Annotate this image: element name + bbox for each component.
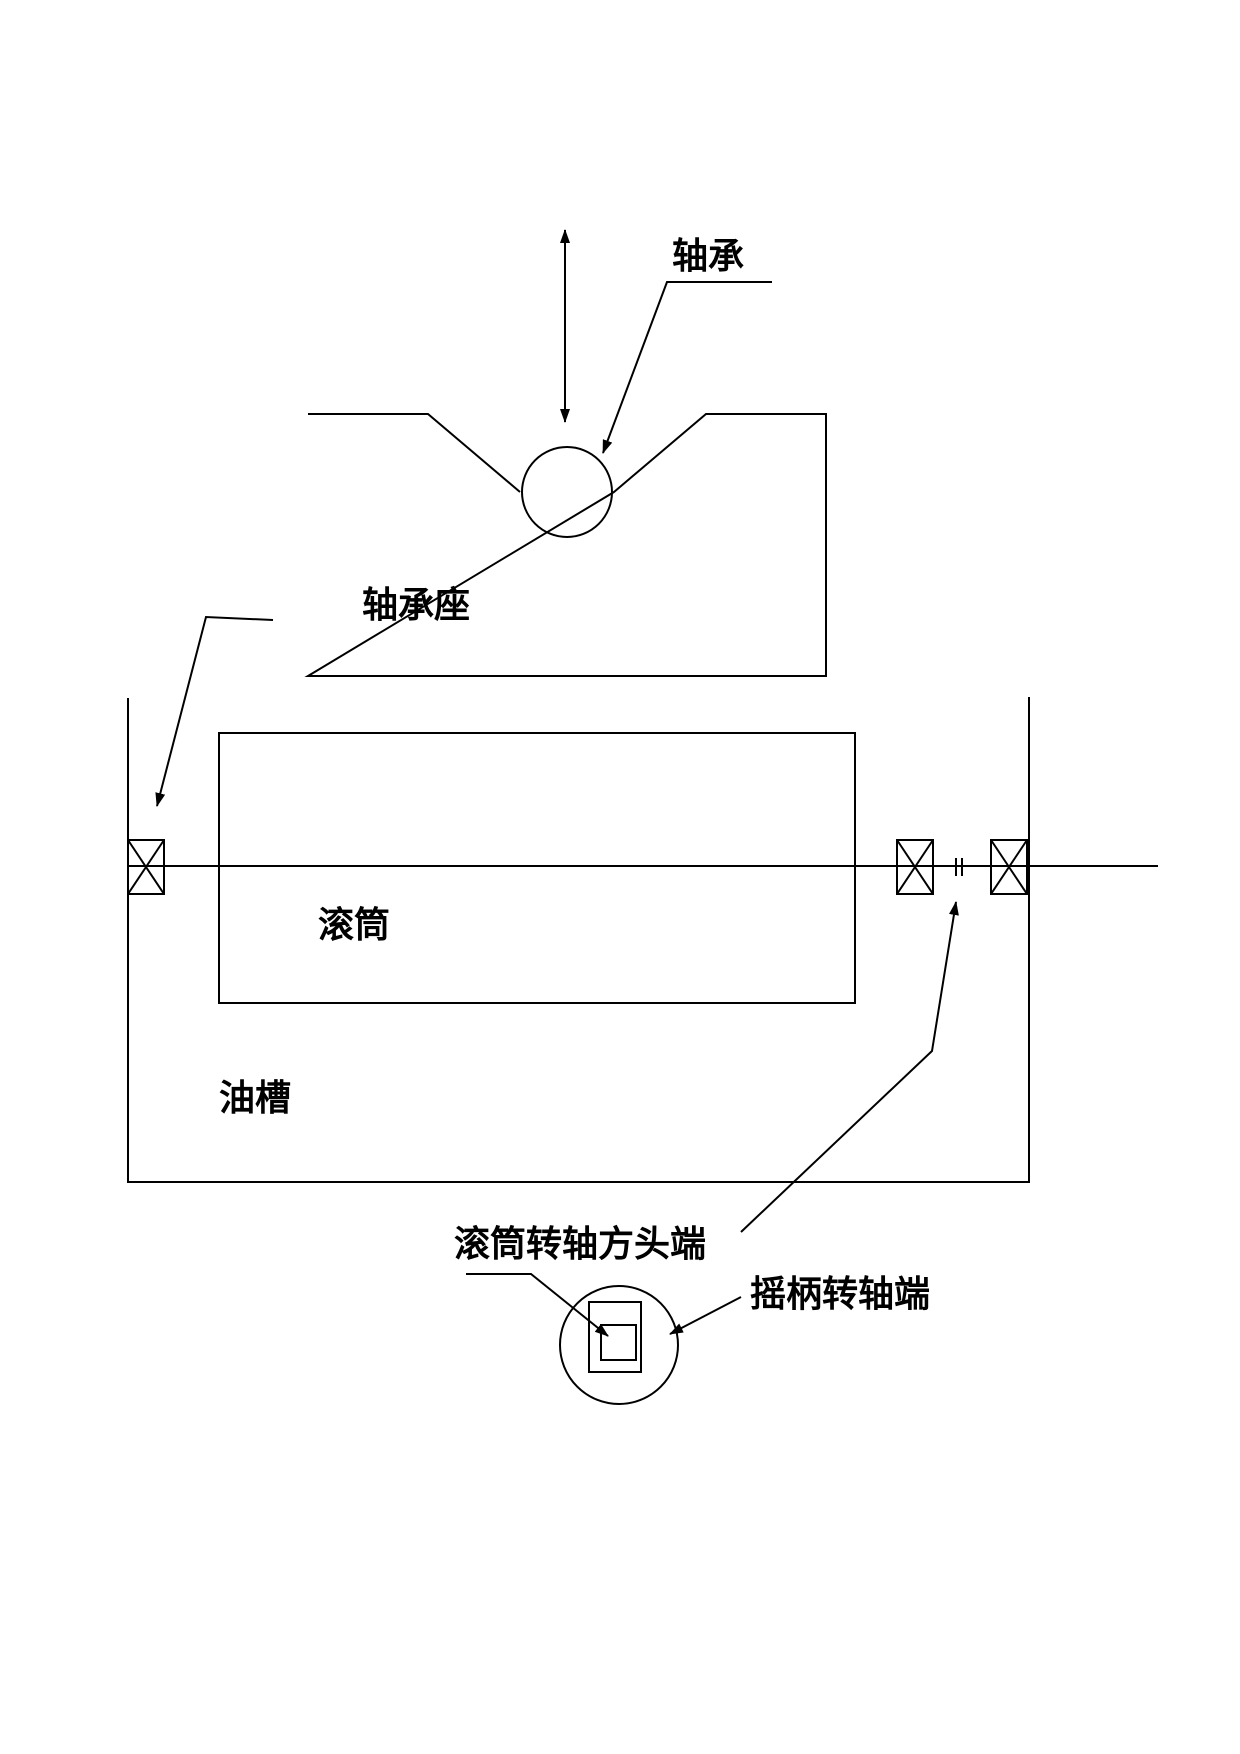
oil-tank (127, 697, 1030, 1183)
oil-tank-label: 油槽 (219, 1078, 291, 1119)
drum-label: 滚筒 (318, 905, 390, 946)
bearing-seat (304, 413, 827, 677)
bearing-label: 轴承 (672, 236, 744, 277)
end-view-circle (559, 1285, 679, 1405)
crank-socket-rect (588, 1301, 642, 1373)
coupling-leader (740, 901, 959, 1233)
right-outer-bearing-box (990, 839, 1028, 895)
left-bearing-leader (155, 615, 274, 807)
drum-shaft-square-end-label: 滚筒转轴方头端 (454, 1224, 706, 1265)
right-inner-bearing-box (896, 839, 934, 895)
bearing-seat-label: 轴承座 (362, 585, 470, 626)
drum-rect (218, 732, 856, 1004)
bearing-leader (602, 281, 772, 454)
crank-shaft-end-label: 摇柄转轴端 (750, 1274, 930, 1315)
left-bearing-box (127, 839, 165, 895)
crank-leader (669, 1296, 742, 1335)
bearing-circle (521, 446, 613, 538)
square-head-leader (466, 1273, 609, 1337)
square-head-rect (600, 1324, 637, 1361)
